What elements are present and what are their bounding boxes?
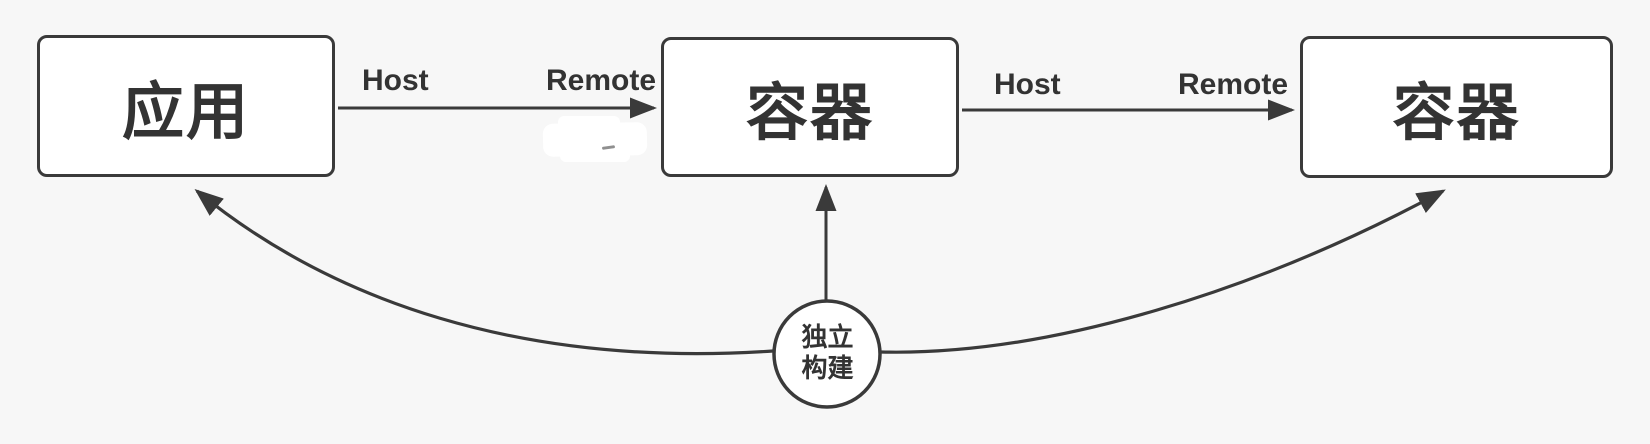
edge1-host-label: Host — [362, 64, 429, 97]
node-container-mid-label: 容器 — [745, 79, 874, 148]
node-container-right: 容器 — [1300, 36, 1613, 178]
node-app: 应用 — [37, 35, 335, 177]
node-app-label: 应用 — [121, 78, 250, 147]
node-container-mid: 容器 — [661, 37, 959, 177]
edge-badge-to-container-right-curve — [880, 189, 1446, 354]
build-badge-line1: 独立 — [801, 322, 854, 352]
build-badge-line2: 构建 — [801, 353, 854, 383]
edge1-remote-label: Remote — [546, 64, 657, 97]
edge2-remote-label: Remote — [1178, 68, 1289, 101]
build-badge-label: 独立 构建 — [757, 322, 898, 384]
erased-smudge — [560, 150, 630, 162]
edge2-host-label: Host — [994, 68, 1061, 101]
erased-smudge — [558, 116, 620, 132]
build-badge-circle — [772, 299, 882, 409]
edge-badge-to-app-curve — [194, 188, 774, 356]
node-container-right-label: 容器 — [1392, 79, 1521, 148]
